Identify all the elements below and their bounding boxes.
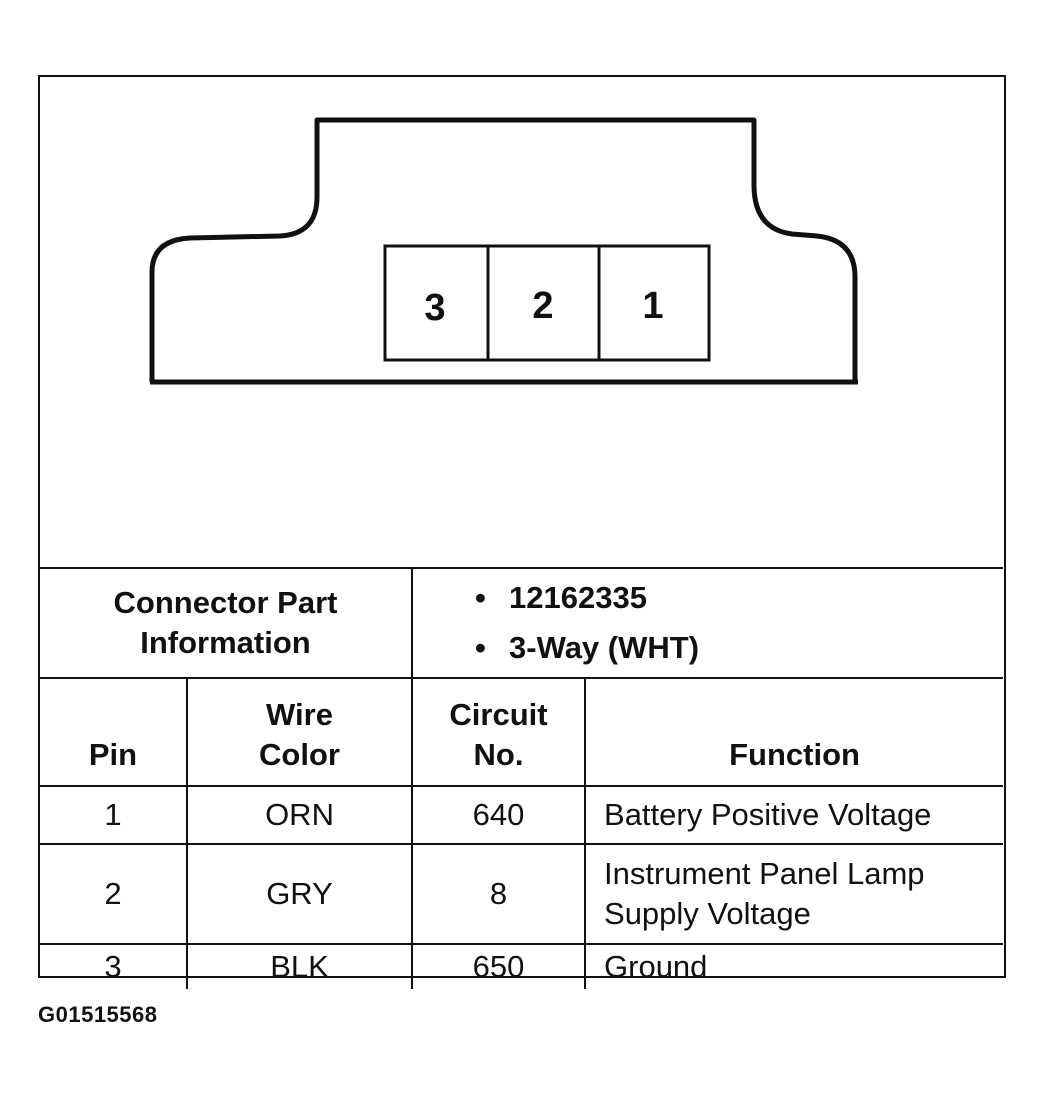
cell-circuit: 650: [411, 943, 587, 989]
part-info-label-line2: Information: [140, 625, 311, 660]
cell-wire-color: GRY: [185, 843, 414, 945]
header-wire-color: Wire Color: [185, 677, 414, 787]
cell-pin: 3: [40, 943, 188, 989]
part-info-label-line1: Connector Part: [113, 585, 338, 620]
connector-type: 3-Way (WHT): [509, 630, 700, 665]
table-row: 3 BLK 650 Ground: [40, 943, 1004, 989]
cell-wire-color: BLK: [185, 943, 414, 989]
figure-code: G01515568: [38, 1002, 158, 1027]
cell-circuit: 640: [411, 785, 587, 845]
connector-type-item: • 3-Way (WHT): [475, 623, 1003, 673]
connector-housing-outline: [149, 117, 858, 382]
bullet-icon: •: [475, 630, 486, 665]
pin-label-2: 2: [532, 285, 553, 327]
connector-info-table: Connector Part Information • 12162335 • 3-…: [40, 567, 1004, 989]
table-header-row: Pin Wire Color Circuit No. Function: [40, 677, 1004, 787]
cell-function: Ground: [584, 943, 1004, 989]
header-pin: Pin: [40, 677, 188, 787]
connector-face-diagram: 3 2 1: [149, 117, 858, 385]
part-number: 12162335: [509, 580, 647, 615]
cell-wire-color: ORN: [185, 785, 414, 845]
part-info-values: • 12162335 • 3-Way (WHT): [411, 567, 1004, 679]
cell-circuit: 8: [411, 843, 587, 945]
diagram-frame: 3 2 1 Connector Part Information • 121623…: [38, 75, 1006, 989]
pin-cavity-block: [383, 244, 711, 362]
bullet-icon: •: [475, 580, 486, 615]
table-row: 1 ORN 640 Battery Positive Voltage: [40, 785, 1004, 845]
part-info-row: Connector Part Information • 12162335 • 3-…: [40, 567, 1004, 679]
part-number-item: • 12162335: [475, 573, 1003, 623]
cell-pin: 1: [40, 785, 188, 845]
cell-function: Instrument Panel Lamp Supply Voltage: [584, 843, 1004, 945]
header-circuit-no: Circuit No.: [411, 677, 587, 787]
cell-function: Battery Positive Voltage: [584, 785, 1004, 845]
pin-label-1: 1: [642, 285, 663, 327]
part-info-label: Connector Part Information: [40, 567, 414, 679]
header-function: Function: [584, 677, 1004, 787]
table-row: 2 GRY 8 Instrument Panel Lamp Supply Vol…: [40, 843, 1004, 945]
pin-label-3: 3: [424, 287, 445, 329]
cell-pin: 2: [40, 843, 188, 945]
